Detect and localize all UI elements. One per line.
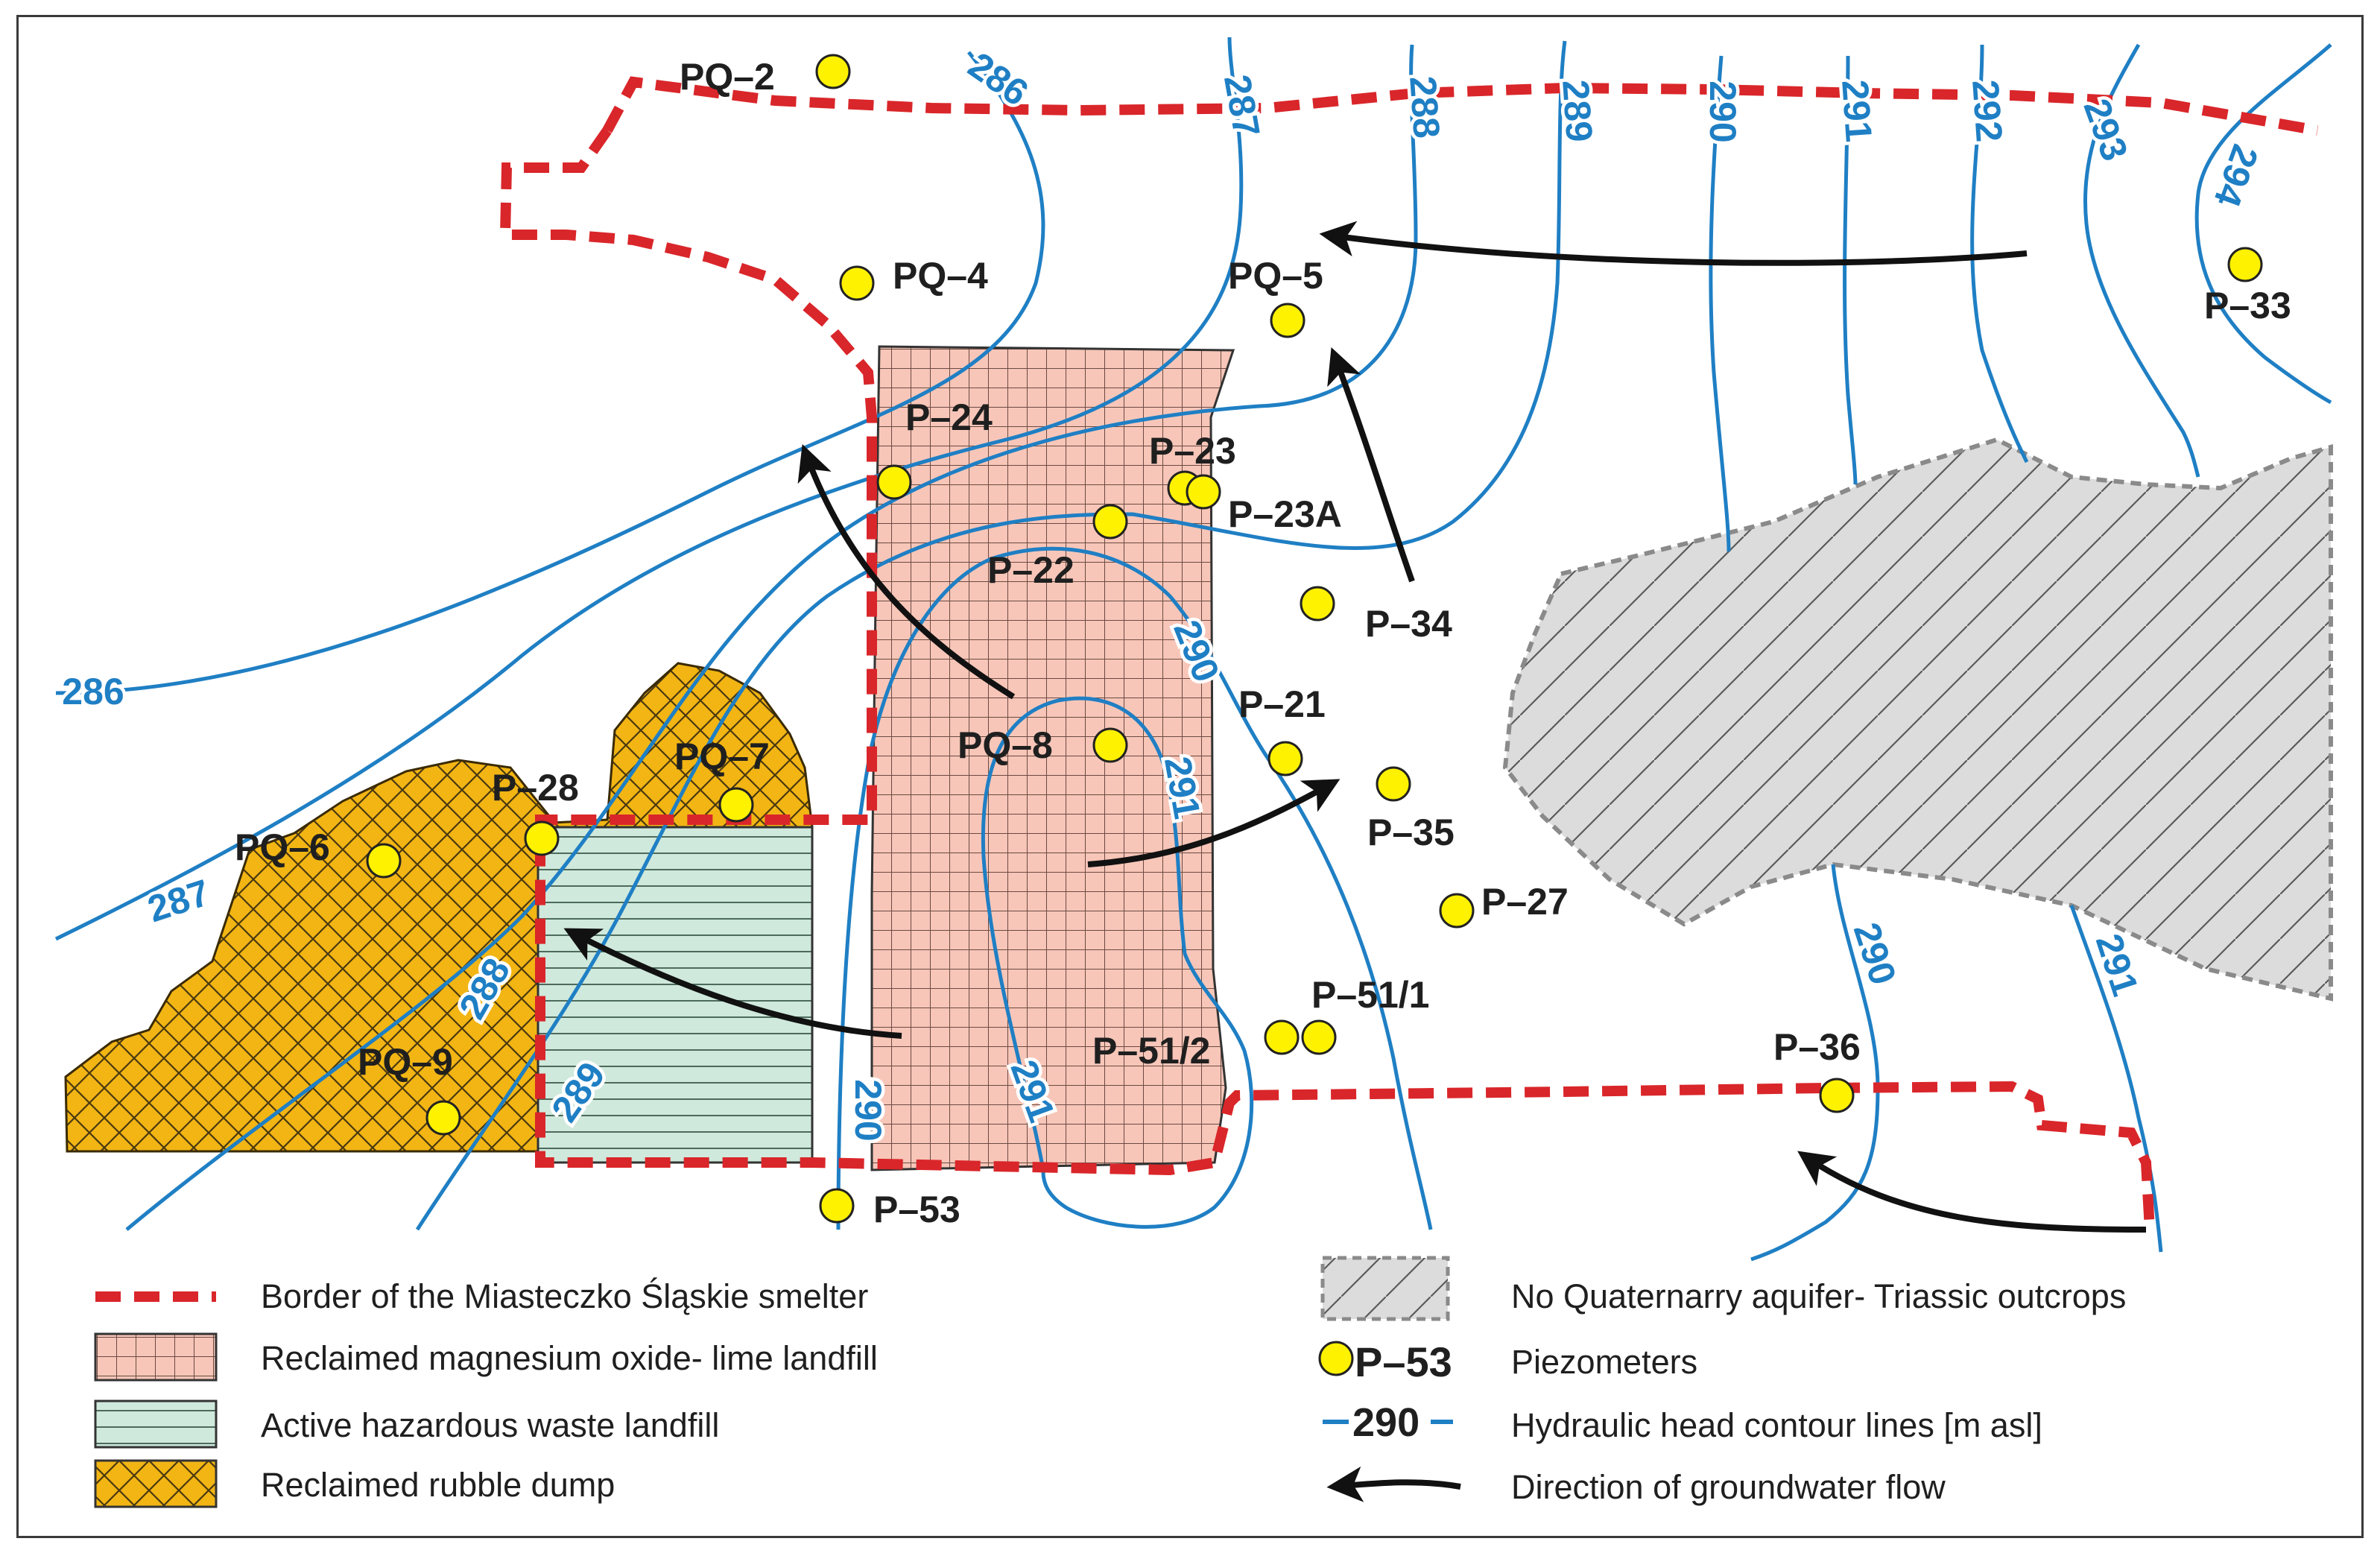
legend-outcrop-label: No Quaternarry aquifer- Triassic outcrop… [1511,1277,2127,1315]
contour-290-east [1709,55,1731,552]
hazardous-waste-landfill [537,826,814,1164]
piezometer-markers [366,54,2263,1224]
piezometer-pq7 [718,787,754,823]
contour-label-287-north: 287 [1216,72,1268,140]
flow-arrow-southeast [1797,1151,2147,1233]
label-pq4: PQ–4 [893,255,988,297]
contour-293 [2083,43,2200,478]
label-p511: P–51/1 [1311,974,1430,1016]
contour-290-west [836,546,1433,1230]
label-p21: P–21 [1238,683,1326,725]
legend-symbols [94,1256,1461,1508]
legend-piezometer-label: Piezometers [1511,1343,1698,1381]
piezometer-p511 [1301,1019,1337,1055]
contour-290-south [1750,864,1880,1262]
label-p27: P–27 [1481,881,1569,923]
label-pq2: PQ–2 [680,56,775,98]
label-pq5: PQ–5 [1228,255,1323,297]
triassic-outcrop-area [1502,437,2333,1002]
label-p34: P–34 [1365,603,1452,645]
label-p35: P–35 [1367,812,1455,853]
contour-286 [55,51,1045,695]
piezometer-p22 [1092,504,1128,540]
label-p36: P–36 [1773,1026,1861,1068]
label-pq9: PQ–9 [358,1041,453,1083]
legend-piezometer-symbol [1318,1341,1354,1376]
contour-label-288-north: 288 [1402,75,1448,139]
rubble-dump-area [64,759,557,1153]
smelter-border-west [499,127,2155,1230]
contour-label-289-north: 289 [1554,78,1601,143]
contour-label-290-east: 290 [1846,917,1905,990]
flow-arrows [563,221,2147,1233]
contour-label-290-north: 290 [1702,80,1744,142]
label-p23: P–23 [1149,430,1236,472]
piezometer-p21 [1267,741,1303,776]
piezometer-p23a [1186,474,1221,510]
label-p22: P–22 [987,549,1075,591]
legend-flow-label: Direction of groundwater flow [1511,1468,1946,1506]
legend-border-label: Border of the Miasteczko Śląskie smelter [261,1277,869,1315]
legend-contour-label: Hydraulic head contour lines [m asl] [1511,1406,2042,1444]
smelter-border-north [602,76,2319,136]
contour-291-loop [981,696,1254,1229]
legend-flow-symbol [1326,1466,1461,1502]
flow-arrow-north [1319,221,2028,266]
piezometer-p36 [1819,1078,1855,1113]
contour-294 [2194,43,2332,405]
piezometer-p27 [1439,893,1475,929]
flow-arrow-east [1087,779,1341,867]
legend-hazard-symbol [94,1399,218,1449]
contour-label-292: 292 [1964,78,2010,143]
piezometer-p24 [876,464,912,500]
contour-288 [125,44,1418,1231]
contour-label-287-west: 287 [142,871,215,930]
contour-291-south [2069,905,2163,1253]
contour-label-286-west: 286 [62,671,124,712]
flow-arrow-west [563,928,902,1039]
contour-label-291-east: 291 [2088,929,2147,1001]
piezometer-pq4 [839,265,875,301]
label-p28: P–28 [492,767,579,809]
label-p33: P–33 [2204,285,2291,326]
contour-lines [54,37,2332,1262]
piezometer-p34 [1300,586,1335,621]
legend-mgo-symbol [94,1332,218,1382]
label-p512: P–51/2 [1092,1030,1211,1072]
flow-arrow-p34 [1327,347,1415,583]
legend-mgo-label: Reclaimed magnesium oxide- lime landfill [261,1339,878,1377]
piezometer-pq2 [815,54,851,89]
piezometer-pq6 [366,843,402,879]
piezometer-p53 [819,1188,855,1224]
piezometer-pq8 [1092,727,1128,763]
label-pq7: PQ–7 [674,736,770,777]
piezometer-p35 [1376,766,1411,802]
piezometer-pq5 [1270,303,1305,338]
smelter-border [499,76,2319,1230]
contour-292 [1970,44,2029,464]
piezometer-pq9 [425,1100,461,1136]
contour-label-290-south: 290 [847,1079,889,1141]
legend-rubble-label: Reclaimed rubble dump [261,1466,615,1504]
label-p53: P–53 [873,1189,960,1230]
contour-label-291-north: 291 [1834,78,1880,143]
piezometer-p512 [1264,1019,1300,1055]
legend-rubble-symbol [94,1459,218,1508]
legend-outcrop-symbol [1320,1256,1450,1321]
label-p23a: P–23A [1228,493,1342,535]
label-p24: P–24 [905,396,993,438]
label-pq8: PQ–8 [958,724,1053,766]
piezometer-p28 [524,820,560,856]
contour-291-north [1843,55,1858,485]
legend-contour-sample: 290 [1352,1400,1420,1445]
legend-piezometer-sample: P–53 [1355,1338,1452,1385]
legend-hazard-label: Active hazardous waste landfill [261,1406,720,1444]
label-pq6: PQ–6 [235,826,330,868]
flow-arrow-pq8 [797,443,1016,700]
piezometer-p33 [2227,247,2263,282]
